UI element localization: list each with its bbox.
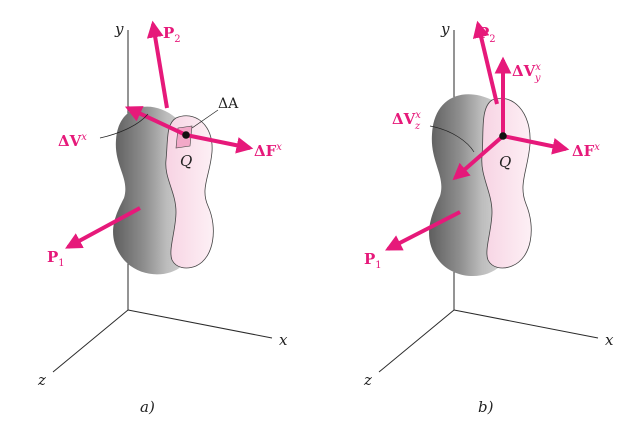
p2-label-a: P2 (163, 24, 181, 45)
area-label-a: ΔA (218, 96, 239, 112)
dvx-arrow-a (124, 106, 187, 137)
dvx-label-a: ΔVx (58, 132, 87, 150)
z-axis-label-b: z (363, 371, 372, 389)
section-face-a (165, 115, 214, 269)
p2-arrow-a (146, 20, 169, 109)
p1-arrow-a (65, 206, 141, 249)
x-axis-label-b: x (605, 331, 614, 349)
x-axis-a (127, 309, 273, 339)
section-face-b (481, 98, 532, 269)
p2-arrow-b (472, 20, 499, 105)
caption-a: a) (140, 398, 155, 416)
dvz-leader-b (429, 125, 475, 153)
x-axis-label-a: x (279, 331, 288, 349)
x-axis-b (453, 309, 599, 339)
dfx-arrow-b (502, 134, 570, 155)
dfx-label-a: ΔFx (254, 142, 282, 160)
y-axis-label-b: y (440, 20, 450, 38)
dfx-arrow-a (185, 133, 254, 154)
p1-arrow-b (385, 210, 461, 251)
panel-a: y x z ΔA Q P2 P1 ΔVx ΔFx a) (37, 20, 288, 416)
point-q-label-a: Q (180, 152, 192, 170)
da-leader-a (191, 109, 219, 129)
z-axis-a (52, 309, 129, 373)
caption-b: b) (478, 398, 494, 416)
point-q-b (499, 132, 507, 140)
dvz-arrow-b (452, 134, 505, 181)
p2-label-b: P2 (478, 24, 496, 45)
z-axis-b (378, 309, 455, 373)
dfx-label-b: ΔFx (572, 142, 600, 160)
p1-label-a: P1 (47, 248, 65, 269)
dvx-leader-a (99, 113, 149, 139)
p1-label-b: P1 (364, 250, 382, 271)
point-q-label-b: Q (499, 153, 511, 171)
point-q-a (182, 131, 190, 139)
z-axis-label-a: z (37, 371, 46, 389)
y-axis-label-a: y (114, 20, 124, 38)
